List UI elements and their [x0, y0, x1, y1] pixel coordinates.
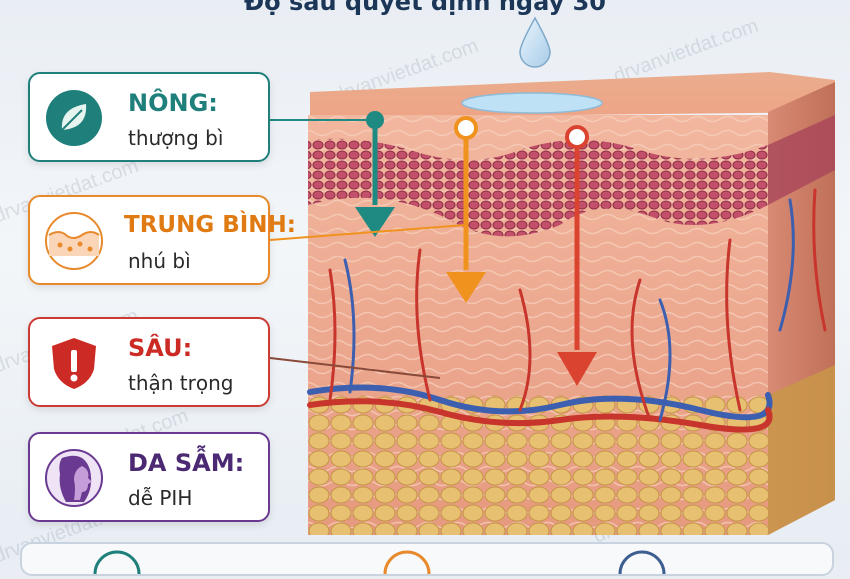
epidermis-layer	[308, 138, 768, 237]
face-profile-icon	[45, 449, 103, 507]
medium-arrow	[446, 272, 486, 303]
card-sublabel: dễ PIH	[128, 486, 193, 510]
leaf-icon	[46, 90, 102, 146]
skin-cross-section	[269, 16, 835, 535]
warning-shield-icon	[52, 338, 96, 389]
subcutaneous-fat-layer	[308, 395, 768, 535]
depth-card-deep: SÂU: thận trọng	[28, 317, 270, 407]
card-sublabel: thận trọng	[128, 371, 234, 395]
bottom-panel-icons	[93, 550, 666, 579]
bottom-panel	[20, 542, 834, 579]
water-puddle	[461, 92, 603, 114]
shallow-arrow	[355, 207, 395, 237]
blood-vessels	[307, 188, 827, 433]
page-title: Độ sâu quyết định ngày 30	[244, 0, 606, 16]
skin-layers-icon	[45, 212, 103, 270]
depth-card-shallow: NÔNG: thượng bì	[28, 72, 270, 162]
card-label: NÔNG:	[128, 89, 218, 117]
depth-card-dark-skin: DA SẪM: dễ PIH	[28, 432, 270, 522]
deep-arrow	[557, 352, 597, 386]
depth-arrows	[269, 111, 597, 386]
water-drop-icon	[519, 16, 551, 68]
card-label: DA SẪM:	[128, 449, 245, 477]
card-label: TRUNG BÌNH:	[124, 212, 296, 238]
card-label: SÂU:	[128, 334, 193, 362]
card-sublabel: thượng bì	[128, 126, 224, 150]
depth-card-medium: TRUNG BÌNH: nhú bì	[28, 195, 296, 285]
card-sublabel: nhú bì	[128, 249, 191, 273]
